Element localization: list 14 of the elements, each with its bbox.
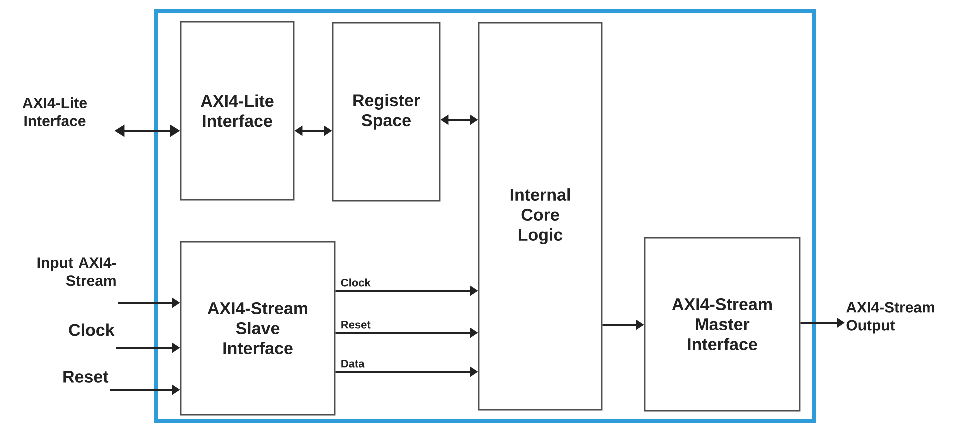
block-box: AXI4-Stream Master Interface bbox=[644, 237, 801, 412]
edge-label: Data bbox=[342, 360, 365, 368]
edge-label: Clock bbox=[341, 278, 371, 287]
block-box: AXI4-Lite Interface bbox=[180, 21, 295, 201]
port-label: Input AXI4-Stream bbox=[38, 258, 116, 286]
edge-label: Reset bbox=[342, 321, 371, 329]
port-label: Reset bbox=[64, 371, 109, 383]
block-box: AXI4-Stream Slave Interface bbox=[180, 241, 336, 416]
block-box: Register Space bbox=[332, 22, 441, 202]
block-box: Internal Core Logic bbox=[478, 22, 603, 411]
port-label: AXI4-Lite Interface bbox=[22, 98, 87, 126]
port-label: AXI4-Stream Output bbox=[846, 302, 934, 334]
outer-frame bbox=[154, 9, 816, 423]
port-label: Clock bbox=[69, 324, 115, 336]
